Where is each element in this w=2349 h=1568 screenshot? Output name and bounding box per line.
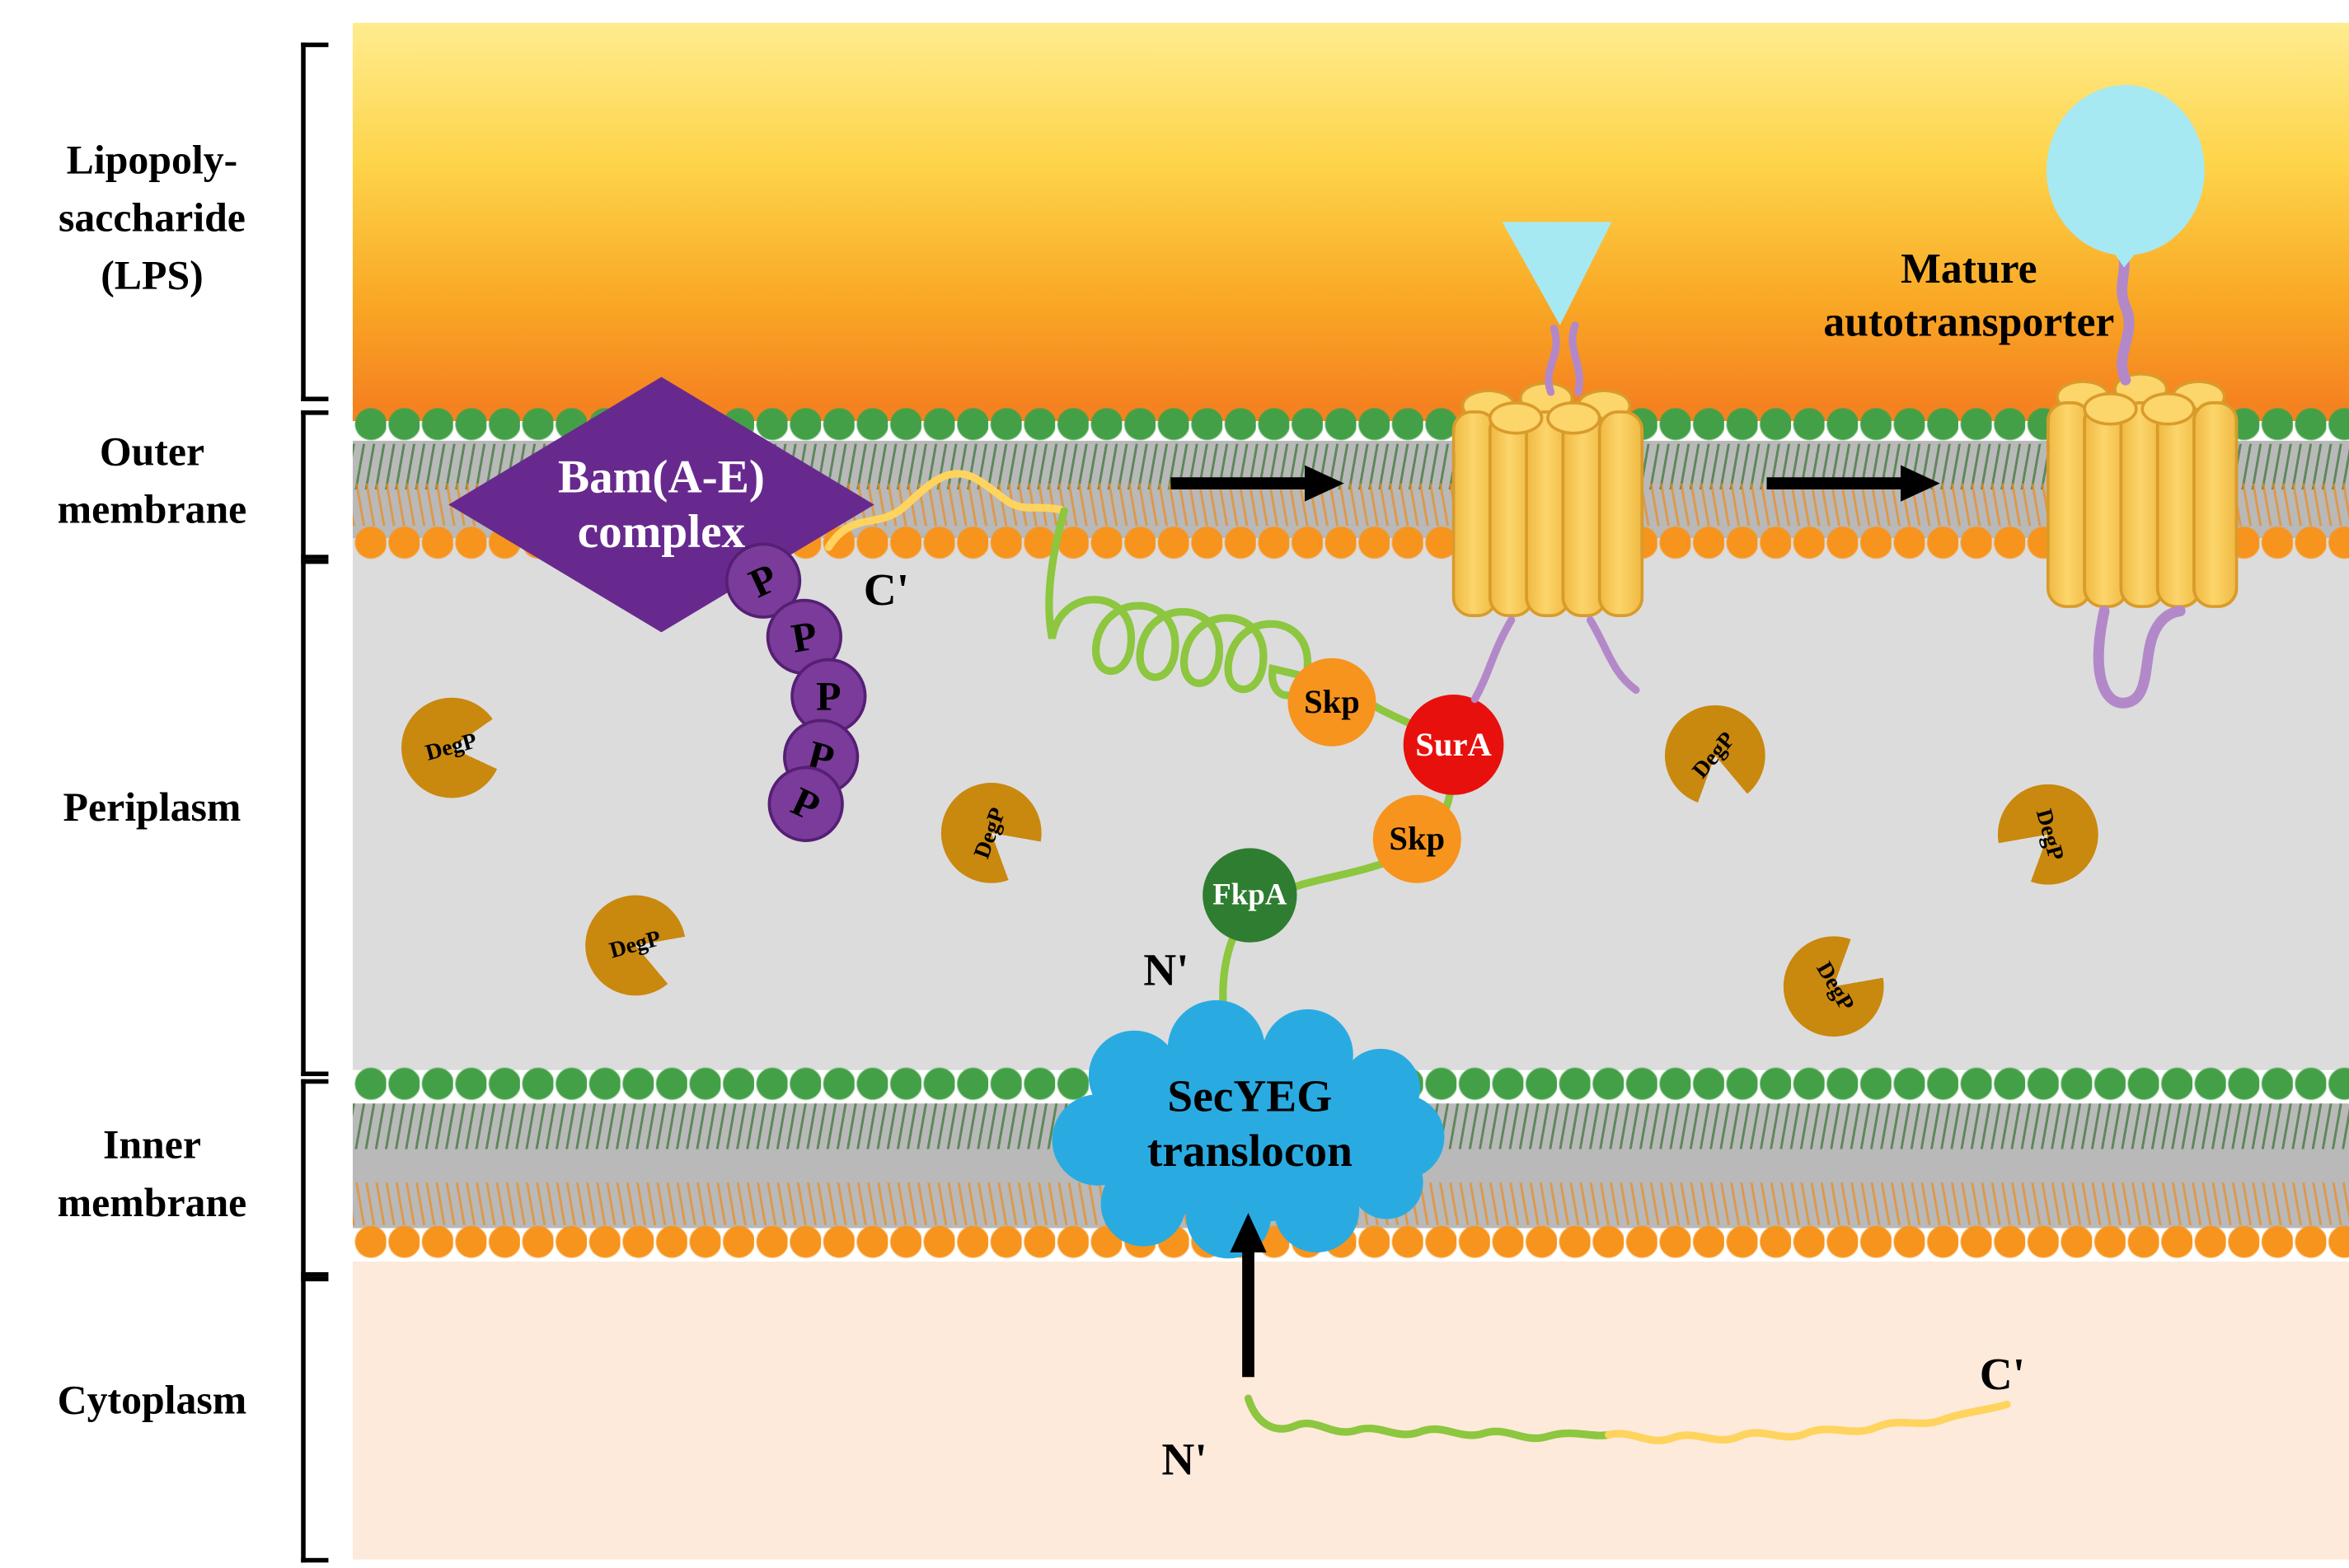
bracket-inner-membrane [301, 1079, 329, 1277]
degp-protease-4: DegP [1664, 704, 1765, 806]
n-terminus-label-cytoplasm: N' [1161, 1435, 1207, 1486]
bracket-periplasm [301, 559, 329, 1077]
skp-chaperone-1: Skp [1287, 658, 1376, 747]
bracket-cytoplasm [301, 1276, 329, 1563]
label-lps-line3: (LPS) [101, 252, 204, 298]
autotransporter-beta-barrel [1451, 381, 1644, 620]
label-periplasm: Periplasm [12, 778, 292, 835]
fkpa-chaperone: FkpA [1203, 848, 1297, 943]
potra-letter: P [785, 777, 828, 830]
barrel-pore [1488, 401, 1544, 435]
n-terminus-label-periplasm: N' [1143, 945, 1189, 996]
label-lps-line2: saccharide [59, 194, 246, 241]
secyeg-label-line1: SecYEG [1167, 1071, 1333, 1122]
bam-label-line2: complex [577, 504, 746, 559]
c-terminus-label-bam: C' [863, 565, 910, 616]
label-inner-membrane: Inner membrane [12, 1116, 292, 1231]
bracket-lps [301, 42, 329, 402]
barrel-pore [1546, 401, 1601, 435]
secyeg-label: SecYEG translocon [1082, 1070, 1417, 1180]
degp-protease-3: DegP [585, 895, 686, 996]
degp-label: DegP [970, 803, 1011, 862]
mature-label-line2: autotransporter [1823, 299, 2115, 347]
barrel-strand [1597, 410, 1644, 617]
label-om-line1: Outer [99, 428, 205, 475]
fkpa-label: FkpA [1212, 878, 1287, 911]
c-terminus-label-cytoplasm: C' [1979, 1350, 2026, 1400]
bracket-outer-membrane [301, 410, 329, 559]
degp-protease-5: DegP [1997, 784, 2098, 885]
sura-chaperone: SurA [1403, 695, 1504, 795]
degp-protease-6: DegP [1783, 936, 1884, 1037]
secyeg-label-line2: translocon [1146, 1126, 1353, 1177]
degp-label: DegP [2030, 806, 2068, 863]
barrel-pore [2140, 391, 2196, 426]
degp-label: DegP [607, 926, 664, 963]
label-lps: Lipopoly- saccharide (LPS) [12, 131, 292, 304]
skp-label: Skp [1389, 819, 1446, 858]
barrel-pore [2083, 391, 2138, 426]
mature-autotransporter-beta-barrel [2046, 372, 2239, 611]
label-outer-membrane: Outer membrane [12, 423, 292, 538]
bam-label-line1: Bam(A-E) [557, 450, 765, 503]
skp-chaperone-2: Skp [1372, 794, 1461, 883]
inner-membrane-orange-heads [352, 1222, 2349, 1262]
label-im-line1: Inner [102, 1121, 201, 1168]
barrel-strand [2192, 401, 2239, 608]
skp-label: Skp [1304, 682, 1360, 721]
sura-label: SurA [1415, 724, 1492, 764]
degp-label: DegP [423, 728, 480, 766]
degp-protease-2: DegP [940, 783, 1042, 883]
potra-letter: P [787, 611, 821, 661]
label-lps-line1: Lipopoly- [66, 137, 238, 183]
inner-membrane-orange-tails [352, 1182, 2349, 1225]
mature-label-line1: Mature [1901, 246, 2037, 294]
potra-letter: P [816, 672, 842, 718]
degp-protease-1: DegP [401, 697, 502, 798]
label-im-line2: membrane [57, 1179, 247, 1225]
cytoplasm-region [352, 1261, 2349, 1560]
degp-label: DegP [1810, 957, 1859, 1015]
lps-region [352, 22, 2349, 421]
label-periplasm-line1: Periplasm [63, 784, 241, 831]
potra-letter: P [742, 554, 785, 606]
label-cytoplasm-line1: Cytoplasm [57, 1377, 247, 1423]
label-cytoplasm: Cytoplasm [12, 1371, 292, 1429]
degp-label: DegP [1688, 727, 1741, 783]
label-om-line2: membrane [57, 486, 247, 532]
mature-autotransporter-label: Mature autotransporter [1748, 243, 2189, 349]
